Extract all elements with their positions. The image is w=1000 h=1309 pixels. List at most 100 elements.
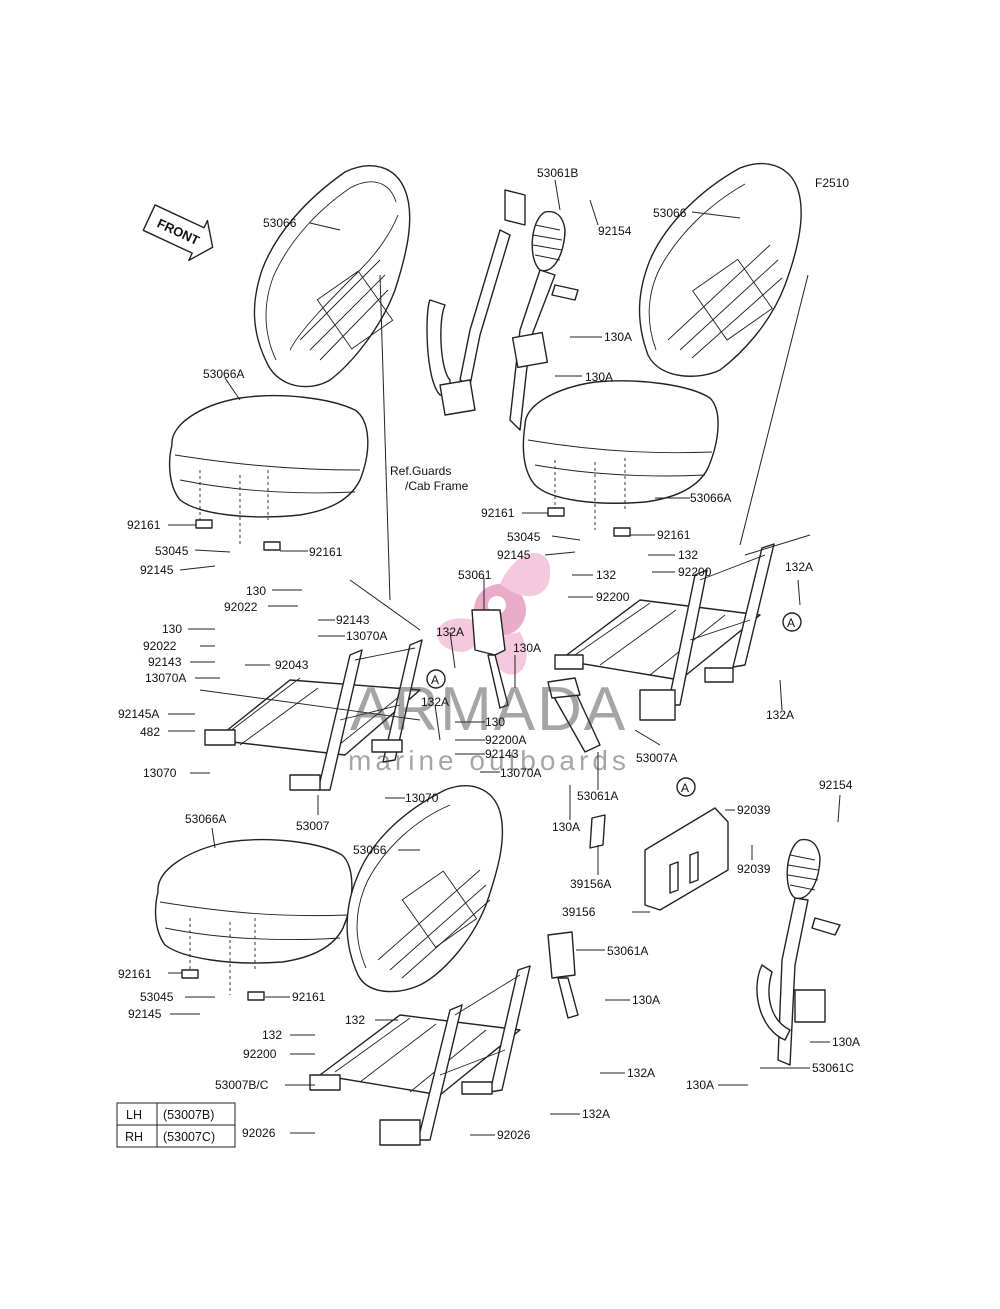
part-label: 53061C [812, 1061, 854, 1075]
part-label: 92161 [657, 528, 691, 542]
circle-marker-a1: A [426, 669, 446, 689]
table-row-side: LH [126, 1108, 142, 1122]
part-label: 53066A [690, 491, 731, 505]
part-label: 92145 [128, 1007, 162, 1021]
part-label: 92161 [292, 990, 326, 1004]
seat-back-upper-right [638, 163, 802, 377]
lh-rh-table: LH (53007B) RH (53007C) [116, 1102, 236, 1148]
part-label: 92154 [819, 778, 853, 792]
part-label: 482 [140, 725, 160, 739]
front-arrow: FRONT [142, 204, 214, 262]
part-label: 53061 [458, 568, 492, 582]
reference-label-line1: Ref.Guards [390, 464, 451, 478]
part-label: 92145 [140, 563, 174, 577]
seat-cushion-upper-left [168, 394, 369, 551]
part-label: 53061A [577, 789, 618, 803]
part-label: 92145A [118, 707, 159, 721]
part-label: 130A [632, 993, 660, 1007]
reference-label-line2: /Cab Frame [405, 479, 469, 493]
part-label: 130A [832, 1035, 860, 1049]
part-label: 132A [627, 1066, 655, 1080]
part-label: 53045 [140, 990, 174, 1004]
part-label: 92022 [224, 600, 258, 614]
part-label: 132A [421, 695, 449, 709]
seat-belt-right [756, 838, 841, 1066]
seat-cushion-lower-left [154, 838, 353, 1001]
part-label: 53007A [636, 751, 677, 765]
part-label: 53007B/C [215, 1078, 269, 1092]
part-label: 132 [345, 1013, 365, 1027]
watermark-tagline: marine outboards [348, 745, 630, 776]
figure-code: F2510 [815, 176, 849, 190]
part-label: 92200 [596, 590, 630, 604]
part-label: 130A [604, 330, 632, 344]
part-label: 92161 [481, 506, 515, 520]
watermark-brand: ARMADA [350, 675, 627, 744]
part-label: 92043 [275, 658, 309, 672]
part-label: 53007 [296, 819, 330, 833]
part-label: 92200A [485, 733, 526, 747]
part-label: 53066 [263, 216, 297, 230]
part-label: 53045 [155, 544, 189, 558]
part-label: 53066 [653, 206, 687, 220]
part-label: 53066A [203, 367, 244, 381]
part-label: 132 [678, 548, 698, 562]
part-label: 92026 [242, 1126, 276, 1140]
part-label: 39156 [562, 905, 596, 919]
part-label: 53061A [607, 944, 648, 958]
part-label: 92154 [598, 224, 632, 238]
part-label: 13070 [143, 766, 177, 780]
part-label: 92143 [148, 655, 182, 669]
part-label: 132A [785, 560, 813, 574]
part-label: 92145 [497, 548, 531, 562]
part-label: 130A [686, 1078, 714, 1092]
part-label: 13070A [500, 766, 541, 780]
part-label: 92161 [309, 545, 343, 559]
buckle-lower [547, 931, 579, 1019]
part-label: 92143 [336, 613, 370, 627]
table-row-part: (53007C) [163, 1130, 215, 1144]
part-label: 53066A [185, 812, 226, 826]
circle-marker-label: A [787, 616, 795, 630]
circle-marker-a3: A [676, 777, 696, 797]
seat-cushion-upper-right [522, 380, 719, 537]
seat-frame-lower [309, 965, 531, 1146]
part-label: 92200 [243, 1047, 277, 1061]
part-label: 13070A [346, 629, 387, 643]
circle-marker-label: A [431, 673, 439, 687]
seat-belt-upper [426, 189, 579, 431]
part-label: 53066 [353, 843, 387, 857]
part-label: 92039 [737, 862, 771, 876]
circle-marker-label: A [681, 781, 689, 795]
part-label: 130A [585, 370, 613, 384]
leader-lines [168, 179, 841, 1136]
table-row-part: (53007B) [163, 1108, 214, 1122]
part-label: 132A [436, 625, 464, 639]
part-label: 92143 [485, 747, 519, 761]
part-label: 13070A [145, 671, 186, 685]
part-label: 130 [485, 715, 505, 729]
circle-marker-a2: A [782, 612, 802, 632]
part-label: 130A [552, 820, 580, 834]
part-label: 53061B [537, 166, 578, 180]
part-label: 132 [596, 568, 616, 582]
part-label: 130 [162, 622, 182, 636]
brackets-39156 [589, 807, 729, 911]
part-label: 132A [766, 708, 794, 722]
seat-frame-right [554, 543, 775, 721]
table-row-side: RH [125, 1130, 143, 1144]
part-label: 130 [246, 584, 266, 598]
seat-back-upper-left [253, 165, 411, 388]
part-label: 53045 [507, 530, 541, 544]
part-label: 92026 [497, 1128, 531, 1142]
part-label: 132A [582, 1107, 610, 1121]
seat-back-lower [346, 785, 504, 993]
part-label: 92161 [127, 518, 161, 532]
part-label: 92161 [118, 967, 152, 981]
part-label: 92022 [143, 639, 177, 653]
part-label: 130A [513, 641, 541, 655]
part-label: 92039 [737, 803, 771, 817]
part-label: 132 [262, 1028, 282, 1042]
seat-frame-left [199, 639, 423, 791]
